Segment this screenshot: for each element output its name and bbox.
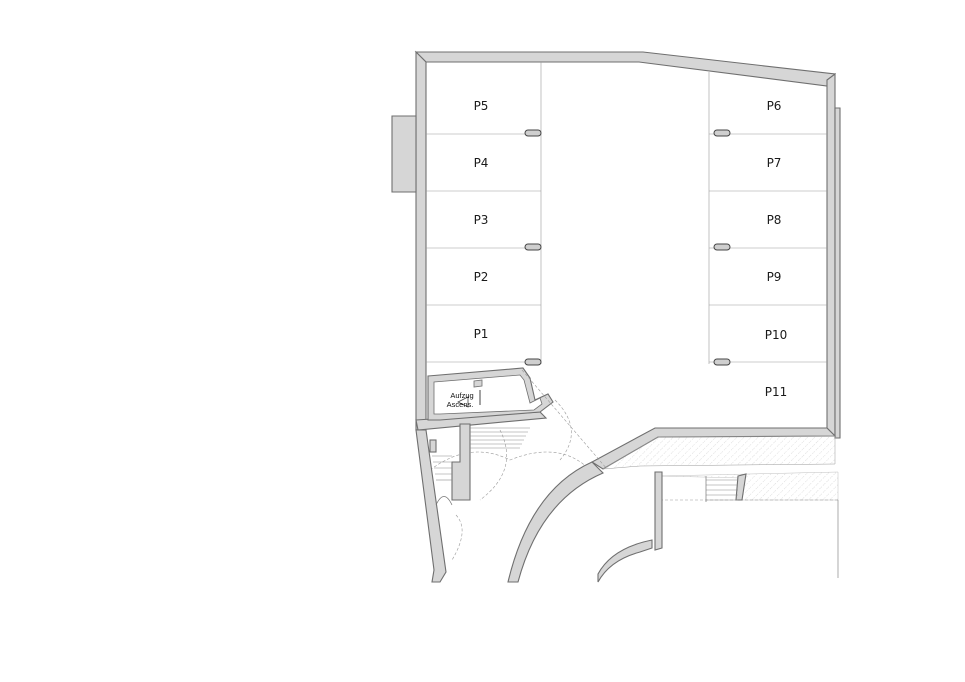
outer-walls	[391, 50, 841, 470]
bay-label-p4: P4	[474, 156, 489, 170]
ramp-curves	[507, 461, 653, 583]
pillars	[524, 129, 731, 366]
bay-label-p2: P2	[474, 270, 489, 284]
bay-label-p7: P7	[767, 156, 782, 170]
bay-label-p3: P3	[474, 213, 489, 227]
right-bay-labels: P6 P7 P8 P9 P10 P11	[765, 99, 788, 399]
dashed-paths	[429, 369, 840, 561]
bay-label-p9: P9	[767, 270, 782, 284]
elevator-label-it: Ascens.	[447, 400, 474, 409]
elevator-shaft: Aufzug Ascens.	[427, 367, 554, 421]
bay-grid	[426, 62, 827, 364]
lower-left-stair	[415, 423, 530, 583]
bay-label-p5: P5	[474, 99, 489, 113]
hatched-lower-area	[659, 471, 839, 501]
elevator-arrow-icon	[457, 396, 469, 408]
bay-label-p6: P6	[767, 99, 782, 113]
bay-label-p11: P11	[765, 385, 788, 399]
elevator-label-de: Aufzug	[450, 391, 473, 400]
left-bay-labels: P5 P4 P3 P2 P1	[474, 99, 489, 341]
bay-label-p1: P1	[474, 327, 489, 341]
lower-right-structure	[654, 471, 839, 578]
bay-label-p8: P8	[767, 213, 782, 227]
hatched-ramp-strip	[602, 435, 836, 470]
bay-label-p10: P10	[765, 328, 788, 342]
